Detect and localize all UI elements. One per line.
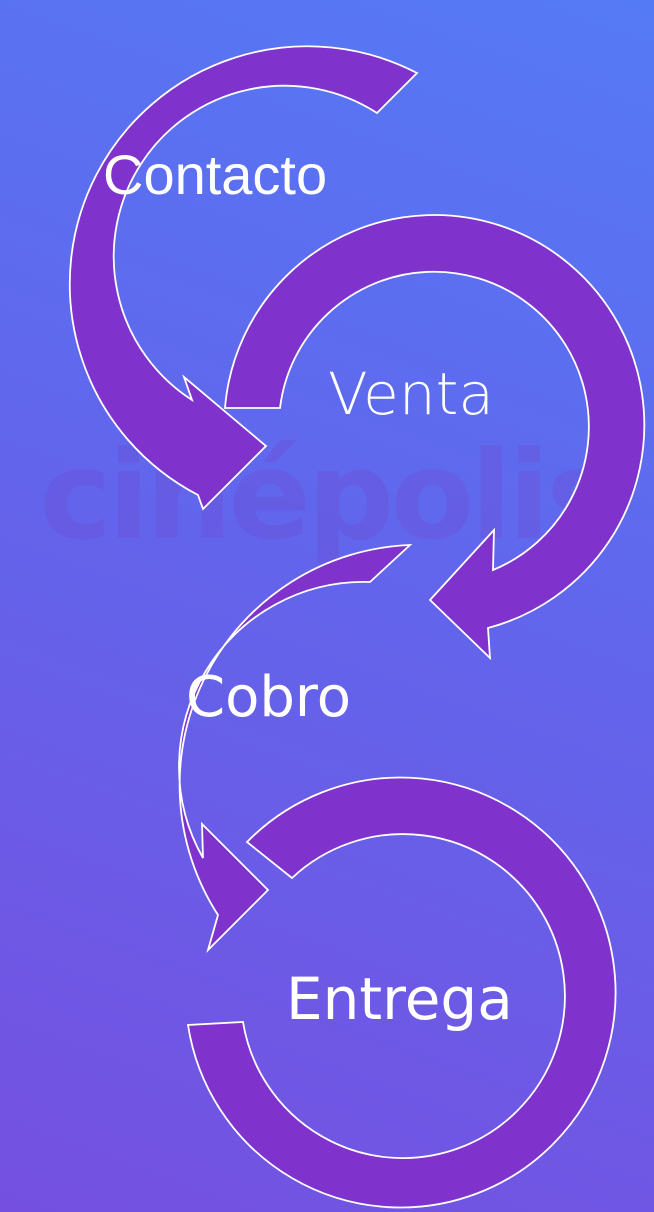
step-label-contacto: Contacto [103, 143, 328, 206]
step-label-cobro: Cobro [186, 665, 351, 730]
arrow-contacto-to-venta [68, 45, 419, 511]
step-label-entrega: Entrega [286, 965, 513, 1033]
arrow-cobro-to-entrega [178, 544, 413, 954]
step-label-venta: Venta [328, 360, 494, 428]
arrow-venta-to-cobro [224, 214, 646, 661]
arrow-entrega-loop [186, 776, 617, 1209]
